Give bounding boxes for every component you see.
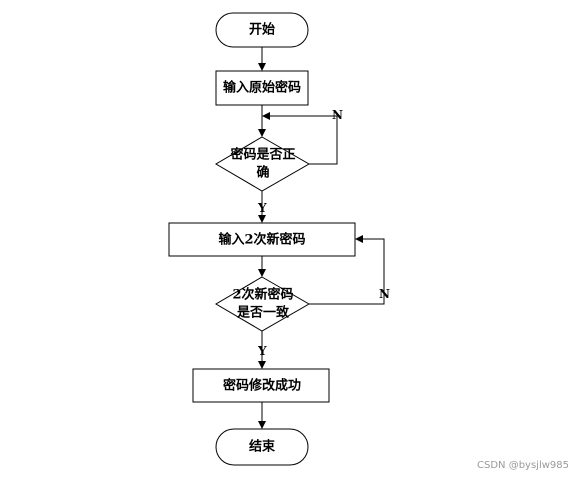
check-match-decision <box>215 276 311 332</box>
end-terminator <box>215 428 309 466</box>
watermark-text: CSDN @bysjlw985 <box>477 460 569 471</box>
check-password-yes-label: Y <box>257 201 267 215</box>
check-match-yes-label: Y <box>257 344 267 358</box>
end-label: 结束 <box>249 439 276 455</box>
success-label: 密码修改成功 <box>222 378 301 394</box>
connector-check-password-no-loop <box>262 112 338 165</box>
success-box <box>192 368 330 403</box>
check-match-label-line1: 2次新密码 <box>232 287 293 303</box>
start-label: 开始 <box>249 22 275 38</box>
check-match-no-label: N <box>379 287 390 301</box>
input-original-password-label: 输入原始密码 <box>223 80 301 96</box>
input-new-password-box <box>168 222 356 257</box>
check-password-decision <box>215 136 311 192</box>
input-original-password-box <box>215 70 309 106</box>
check-match-label-line2: 是否一致 <box>236 305 290 321</box>
input-new-password-label: 输入2次新密码 <box>218 232 305 248</box>
check-password-label-line1: 密码是否正 <box>229 147 295 163</box>
connector-check-match-no-loop <box>309 235 385 305</box>
check-password-label-line2: 确 <box>256 165 269 181</box>
check-password-no-label: N <box>332 108 343 122</box>
